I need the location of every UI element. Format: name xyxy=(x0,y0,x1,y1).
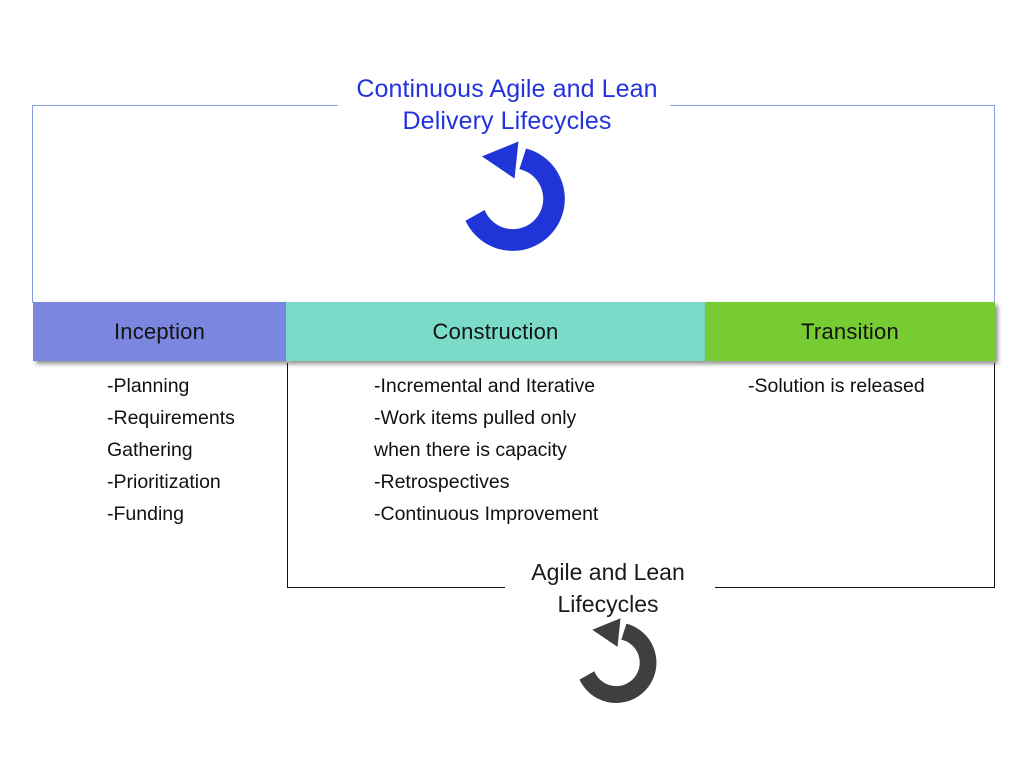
phase-bar-construction[interactable]: Construction xyxy=(286,302,705,361)
phase-bar-transition[interactable]: Transition xyxy=(705,302,995,361)
list-item: -Work items pulled only xyxy=(374,407,577,429)
circular-refresh-arrow-icon xyxy=(465,141,565,251)
list-item: -Continuous Improvement xyxy=(374,503,599,525)
list-item: -Prioritization xyxy=(107,471,221,493)
list-item: -Retrospectives xyxy=(374,471,510,493)
bottom-title: Agile and Lean Lifecycles xyxy=(418,556,798,620)
phase-bar-row: Inception Construction Transition xyxy=(33,302,995,361)
bottom-title-line-2: Lifecycles xyxy=(557,591,659,617)
top-title-line-1: Continuous Agile and Lean xyxy=(356,75,658,103)
list-item: -Solution is released xyxy=(748,375,925,397)
list-item: when there is capacity xyxy=(374,439,567,461)
top-title: Continuous Agile and Lean Delivery Lifec… xyxy=(312,73,702,137)
continuous-delivery-box-title-gap xyxy=(338,99,670,113)
phase-content-transition: -Solution is released xyxy=(748,370,995,402)
phase-content-inception: -Planning -Requirements Gathering -Prior… xyxy=(107,370,287,530)
phase-label-transition: Transition xyxy=(801,318,899,344)
phase-label-inception: Inception xyxy=(113,318,206,344)
bottom-title-line-1: Agile and Lean xyxy=(531,559,685,585)
agile-lean-lifecycle-box-title-gap xyxy=(505,580,715,594)
circular-refresh-arrow-icon xyxy=(579,618,657,703)
phase-content-construction: -Incremental and Iterative -Work items p… xyxy=(374,370,694,530)
top-title-line-2: Delivery Lifecycles xyxy=(402,107,612,135)
phase-label-construction: Construction xyxy=(432,318,559,344)
list-item: Gathering xyxy=(107,439,193,461)
list-item: -Planning xyxy=(107,375,190,397)
phase-bar-inception[interactable]: Inception xyxy=(33,302,286,361)
list-item: -Funding xyxy=(107,503,184,525)
list-item: -Requirements xyxy=(107,407,235,429)
list-item: -Incremental and Iterative xyxy=(374,375,596,397)
